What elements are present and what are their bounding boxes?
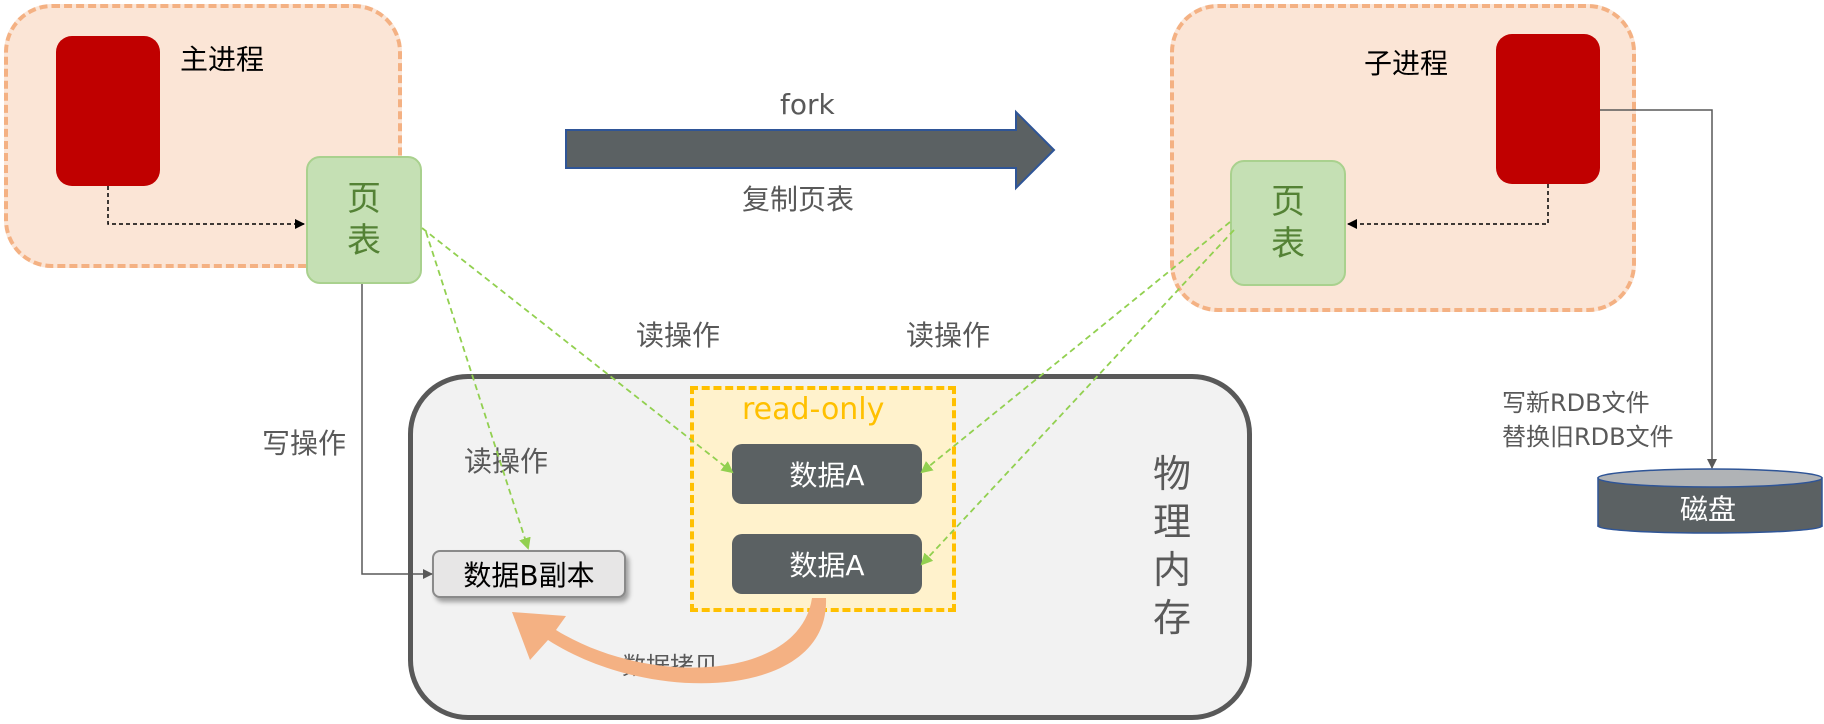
disk-label: 磁盘 xyxy=(1680,493,1737,526)
disk-icon xyxy=(1597,468,1823,534)
child-process-title: 子进程 xyxy=(1364,47,1449,80)
write-rdb-label-1: 写新RDB文件 xyxy=(1502,389,1650,417)
child-page-table-label: 页表 xyxy=(1271,182,1305,264)
data-a-block-2: 数据A xyxy=(732,534,922,594)
write-op-label: 写操作 xyxy=(262,427,347,460)
child-red-to-page-table xyxy=(1347,184,1549,229)
main-page-table-label: 页表 xyxy=(347,179,381,261)
data-a-block-1: 数据A xyxy=(732,444,922,504)
write-rdb-label-2: 替换旧RDB文件 xyxy=(1502,423,1674,451)
main-page-table: 页表 xyxy=(306,156,422,284)
fork-arrow xyxy=(565,109,1056,191)
child-page-table: 页表 xyxy=(1230,160,1346,286)
main-process-red-block xyxy=(56,36,160,186)
main-process-title: 主进程 xyxy=(180,43,265,76)
read-arrow-main-to-copy xyxy=(425,231,531,550)
fork-sublabel: 复制页表 xyxy=(742,183,855,216)
physical-memory-label: 物理内存 xyxy=(1152,452,1191,640)
data-copy-arrow xyxy=(512,598,827,684)
read-op-label-child: 读操作 xyxy=(906,319,991,352)
fork-label: fork xyxy=(780,88,835,121)
read-arrow-child-to-a2 xyxy=(920,229,1235,566)
read-arrow-child-to-a1 xyxy=(920,221,1231,474)
read-arrow-main-to-a1 xyxy=(421,227,734,474)
read-op-label-main: 读操作 xyxy=(636,319,721,352)
child-process-red-block xyxy=(1496,34,1600,184)
child-to-disk-arrow xyxy=(1600,109,1717,469)
write-arrow xyxy=(361,284,433,579)
main-red-to-page-table xyxy=(107,186,305,229)
readonly-title: read-only xyxy=(742,392,885,427)
data-b-copy-block: 数据B副本 xyxy=(432,550,626,598)
read-op-label-copy: 读操作 xyxy=(464,445,549,478)
